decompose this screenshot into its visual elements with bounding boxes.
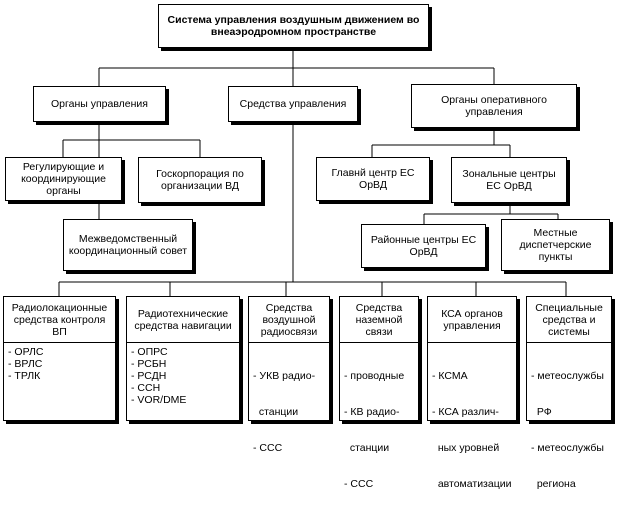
diagram-canvas: Система управления воздушным движением в… (3, 4, 612, 490)
column-ksa-organov: КСА органов управления - КСМА - КСА разл… (427, 296, 517, 490)
list-item: - РСБН (131, 358, 167, 370)
list-item: ных уровней (432, 442, 500, 454)
system-title-box: Система управления воздушным движением в… (158, 4, 429, 48)
column-radiolokatsionnye: Радиолокационные средства контроля ВП - … (3, 296, 116, 421)
column-items: - ОПРС - РСБН - РСДН - ССН - VOR/DME (127, 344, 239, 420)
list-item: - ВРЛС (8, 358, 43, 370)
column-title: Средства воздушной радиосвязи (249, 297, 329, 343)
column-vozdushnoy-radiosvyazi: Средства воздушной радиосвязи - УКВ ради… (248, 296, 330, 454)
list-item: станции (253, 406, 299, 418)
column-title: Специальные средства и системы (527, 297, 611, 343)
connector-lines (58, 48, 567, 296)
list-item: - ТРЛК (8, 370, 41, 382)
list-item: - КСА различ- (432, 406, 499, 418)
list-item: - проводные (344, 370, 405, 382)
column-items: - метеослужбы РФ - метеослужбы региона (527, 344, 611, 490)
list-item: - метеослужбы (531, 442, 604, 454)
list-item: - КСМА (432, 370, 468, 382)
glavnyy-tsentr-box: Главнй центр ЕС ОрВД (316, 157, 430, 201)
list-item: станции (344, 442, 390, 454)
list-item: - ОРЛС (8, 346, 44, 358)
column-spetsialnye: Специальные средства и системы - метеосл… (526, 296, 612, 490)
list-item: РФ (531, 406, 552, 418)
column-items: - КСМА - КСА различ- ных уровней автомат… (428, 344, 516, 490)
goskorporatsiya-box: Госкорпорация по организации ВД (138, 157, 262, 203)
column-title: Средства наземной связи (340, 297, 418, 343)
list-item: региона (531, 478, 576, 490)
column-items: - УКВ радио- станции - ССС (249, 344, 329, 454)
list-item: - VOR/DME (131, 394, 187, 406)
zonalnye-tsentry-box: Зональные центры ЕС ОрВД (451, 157, 567, 203)
column-nazemnoy-svyazi: Средства наземной связи - проводные - КВ… (339, 296, 419, 490)
list-item: - метеослужбы (531, 370, 604, 382)
list-item: автоматизации (432, 478, 512, 490)
reguliruyushchie-box: Регулирующие и координирующие органы (5, 157, 122, 201)
list-item: - ССН (131, 382, 161, 394)
list-item: - ССС (253, 442, 283, 454)
sredstva-upravleniya-box: Средства управления (228, 86, 358, 122)
column-title: Радиотехнические средства навигации (127, 297, 239, 343)
column-items: - проводные - КВ радио- станции - ССС (340, 344, 418, 490)
column-items: - ОРЛС - ВРЛС - ТРЛК (4, 344, 115, 420)
list-item: - РСДН (131, 370, 167, 382)
mestnye-punkty-box: Местные диспетчерские пункты (501, 219, 610, 271)
list-item: - КВ радио- (344, 406, 400, 418)
column-title: КСА органов управления (428, 297, 516, 343)
list-item: - ССС (344, 478, 374, 490)
rayonnye-tsentry-box: Районные центры ЕС ОрВД (361, 224, 486, 268)
mezhvedomstvennyy-box: Межведомственный координационный совет (63, 219, 193, 271)
organy-upravleniya-box: Органы управления (33, 86, 166, 122)
column-radiotekhnicheskie: Радиотехнические средства навигации - ОП… (126, 296, 240, 421)
organy-operativnogo-box: Органы оперативного управления (411, 84, 577, 128)
column-title: Радиолокационные средства контроля ВП (4, 297, 115, 343)
list-item: - УКВ радио- (253, 370, 316, 382)
list-item: - ОПРС (131, 346, 168, 358)
